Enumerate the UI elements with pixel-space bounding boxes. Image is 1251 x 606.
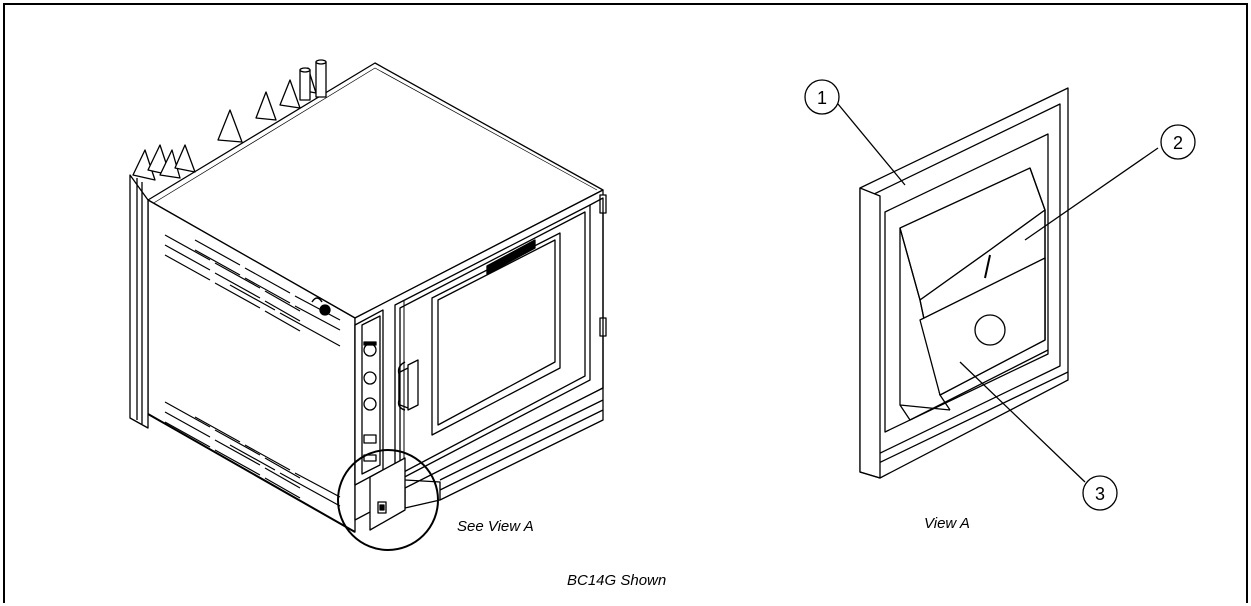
control-knob-3 <box>363 397 377 411</box>
leader-line-1 <box>837 103 906 186</box>
callout-number-2: 2 <box>1173 133 1183 153</box>
leader-line-2 <box>1024 147 1159 241</box>
callout-circle-3 <box>1082 475 1118 511</box>
see-view-a-label: See View A <box>457 518 534 535</box>
side-vents-lower <box>164 401 341 507</box>
callout-circle-2 <box>1160 124 1196 160</box>
side-logo <box>319 304 331 316</box>
off-symbol <box>974 314 1006 346</box>
leader-line-3 <box>959 361 1086 483</box>
side-vents-upper <box>164 234 341 347</box>
figure-frame <box>3 3 1248 603</box>
control-knob-2 <box>363 371 377 385</box>
figure-caption: BC14G Shown <box>567 572 667 589</box>
view-a-indicator-circle <box>337 449 439 551</box>
callout-circle-1 <box>804 79 840 115</box>
on-symbol <box>984 254 991 279</box>
rear-column <box>129 174 149 429</box>
callout-number-1: 1 <box>817 88 827 108</box>
flue-stacks <box>132 59 327 181</box>
brand-plate <box>486 239 536 275</box>
view-a-label: View A <box>924 515 970 532</box>
rocker-switch-view-a <box>804 79 1196 511</box>
door-handle <box>399 359 419 411</box>
callout-number-3: 3 <box>1095 484 1105 504</box>
convection-oven <box>129 59 607 551</box>
